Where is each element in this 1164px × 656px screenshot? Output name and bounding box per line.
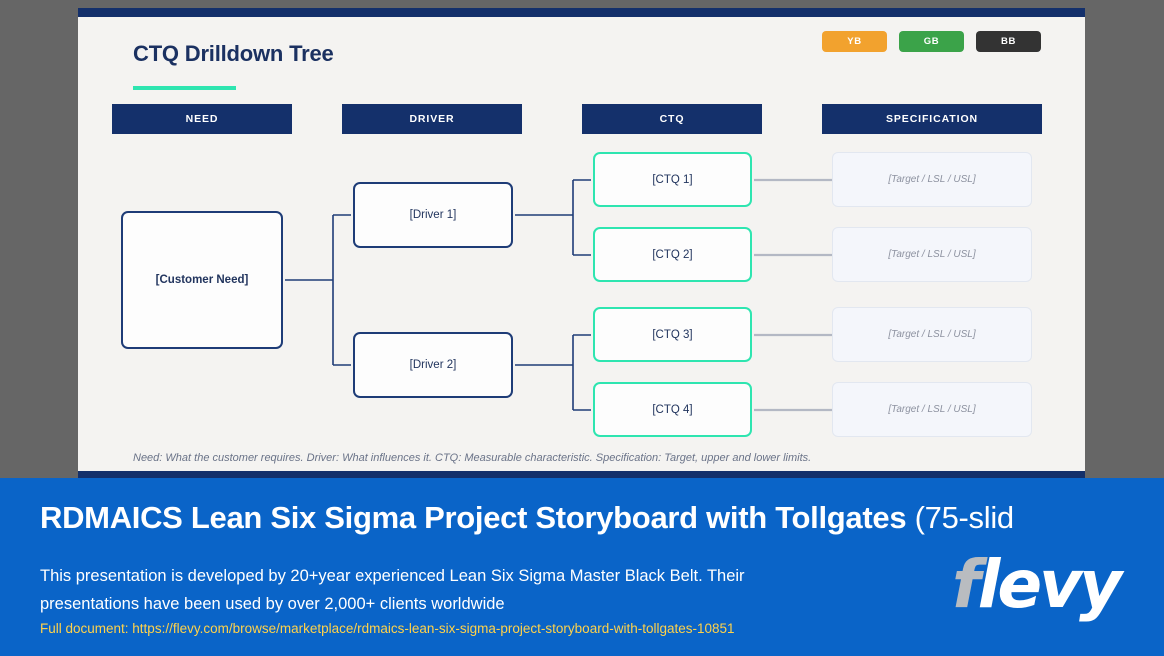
promo-title-suffix: (75-slid: [914, 500, 1015, 535]
promo-banner-title: RDMAICS Lean Six Sigma Project Storyboar…: [40, 500, 1014, 536]
node-driver-1[interactable]: [Driver 1]: [353, 182, 513, 248]
node-ctq-4[interactable]: [CTQ 4]: [593, 382, 752, 437]
column-header-ctq: CTQ: [582, 104, 762, 134]
promo-title-main: RDMAICS Lean Six Sigma Project Storyboar…: [40, 500, 907, 535]
promo-link-label: Full document:: [40, 621, 133, 636]
drilldown-tree: [Customer Need] [Driver 1] [Driver 2] [C…: [78, 8, 1085, 478]
promo-banner-link[interactable]: Full document: https://flevy.com/browse/…: [40, 621, 735, 636]
node-ctq-3[interactable]: [CTQ 3]: [593, 307, 752, 362]
slide-bottom-accent-bar: [78, 471, 1085, 478]
node-ctq-1[interactable]: [CTQ 1]: [593, 152, 752, 207]
flevy-logo-f: f: [952, 546, 981, 623]
flevy-logo-levy: levy: [977, 546, 1122, 623]
flevy-logo: flevy: [952, 552, 1122, 618]
node-specification-3[interactable]: [Target / LSL / USL]: [832, 307, 1032, 362]
badge-black-belt[interactable]: BB: [976, 31, 1041, 52]
node-specification-2[interactable]: [Target / LSL / USL]: [832, 227, 1032, 282]
slide-top-accent-bar: [78, 8, 1085, 17]
column-header-specification: SPECIFICATION: [822, 104, 1042, 134]
column-header-driver: DRIVER: [342, 104, 522, 134]
badge-yellow-belt[interactable]: YB: [822, 31, 887, 52]
node-driver-2[interactable]: [Driver 2]: [353, 332, 513, 398]
node-customer-need[interactable]: [Customer Need]: [121, 211, 283, 349]
badge-green-belt[interactable]: GB: [899, 31, 964, 52]
slide-canvas: CTQ Drilldown Tree YB GB BB NEED DRIVER …: [78, 8, 1085, 478]
column-header-need: NEED: [112, 104, 292, 134]
title-underline-accent: [133, 86, 236, 90]
belt-badge-group: YB GB BB: [822, 31, 1041, 52]
slide-footnote: Need: What the customer requires. Driver…: [133, 452, 812, 464]
page-title: CTQ Drilldown Tree: [133, 41, 334, 66]
node-ctq-2[interactable]: [CTQ 2]: [593, 227, 752, 282]
promo-banner-description: This presentation is developed by 20+yea…: [40, 567, 745, 614]
node-specification-1[interactable]: [Target / LSL / USL]: [832, 152, 1032, 207]
tree-connector-lines: [285, 178, 832, 412]
node-specification-4[interactable]: [Target / LSL / USL]: [832, 382, 1032, 437]
promo-banner: RDMAICS Lean Six Sigma Project Storyboar…: [0, 478, 1164, 656]
promo-link-url[interactable]: https://flevy.com/browse/marketplace/rdm…: [132, 621, 735, 636]
